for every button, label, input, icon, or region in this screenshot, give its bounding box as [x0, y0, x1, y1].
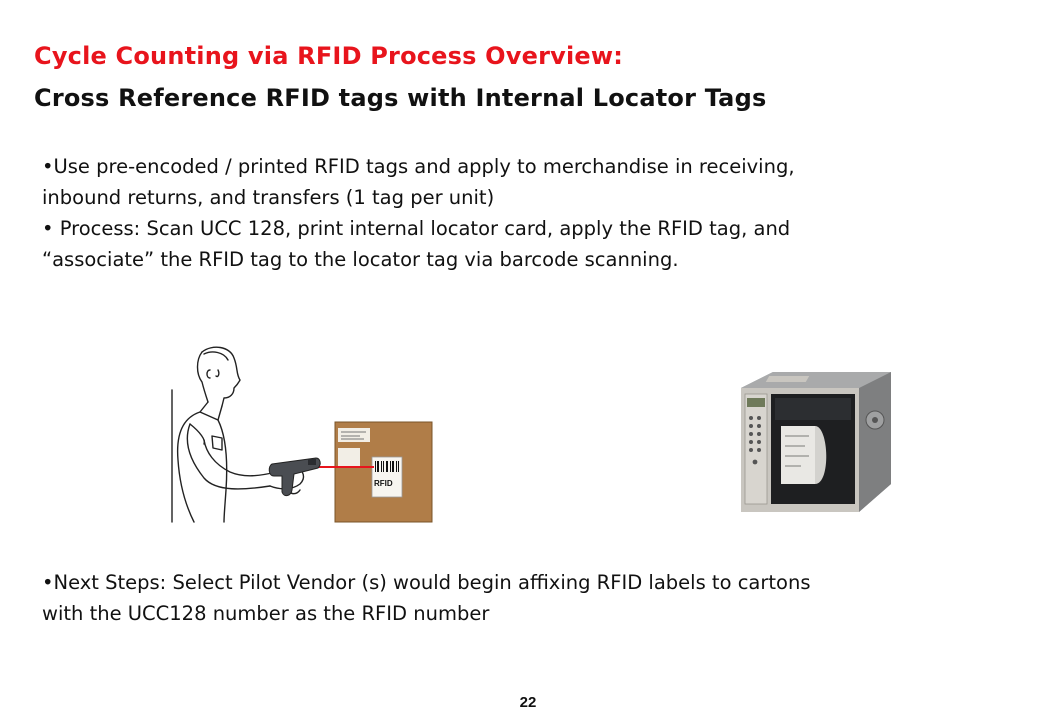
slide-title: Cycle Counting via RFID Process Overview…	[34, 42, 624, 70]
next-steps-bullet-list: •Next Steps: Select Pilot Vendor (s) wou…	[42, 567, 1022, 629]
process-bullet-list: •Use pre-encoded / printed RFID tags and…	[42, 151, 1022, 275]
slide-subtitle: Cross Reference RFID tags with Internal …	[34, 84, 767, 112]
bullet-line: “associate” the RFID tag to the locator …	[42, 248, 679, 271]
bullet-line: with the UCC128 number as the RFID numbe…	[42, 602, 490, 625]
handheld-scanner	[268, 457, 321, 497]
person-scanning	[171, 346, 305, 523]
bullet-line: • Process: Scan UCC 128, print internal …	[42, 217, 791, 240]
rfid-label-text: RFID	[374, 479, 393, 488]
bullet-line: •Use pre-encoded / printed RFID tags and…	[42, 155, 795, 178]
page-number: 22	[519, 694, 537, 711]
rfid-label-printer-illustration	[735, 366, 895, 514]
bullet-line: •Next Steps: Select Pilot Vendor (s) wou…	[42, 571, 811, 594]
barcode-scanning-illustration: RFID	[160, 340, 435, 525]
carton-box: RFID	[334, 421, 433, 523]
bullet-line: inbound returns, and transfers (1 tag pe…	[42, 186, 495, 209]
